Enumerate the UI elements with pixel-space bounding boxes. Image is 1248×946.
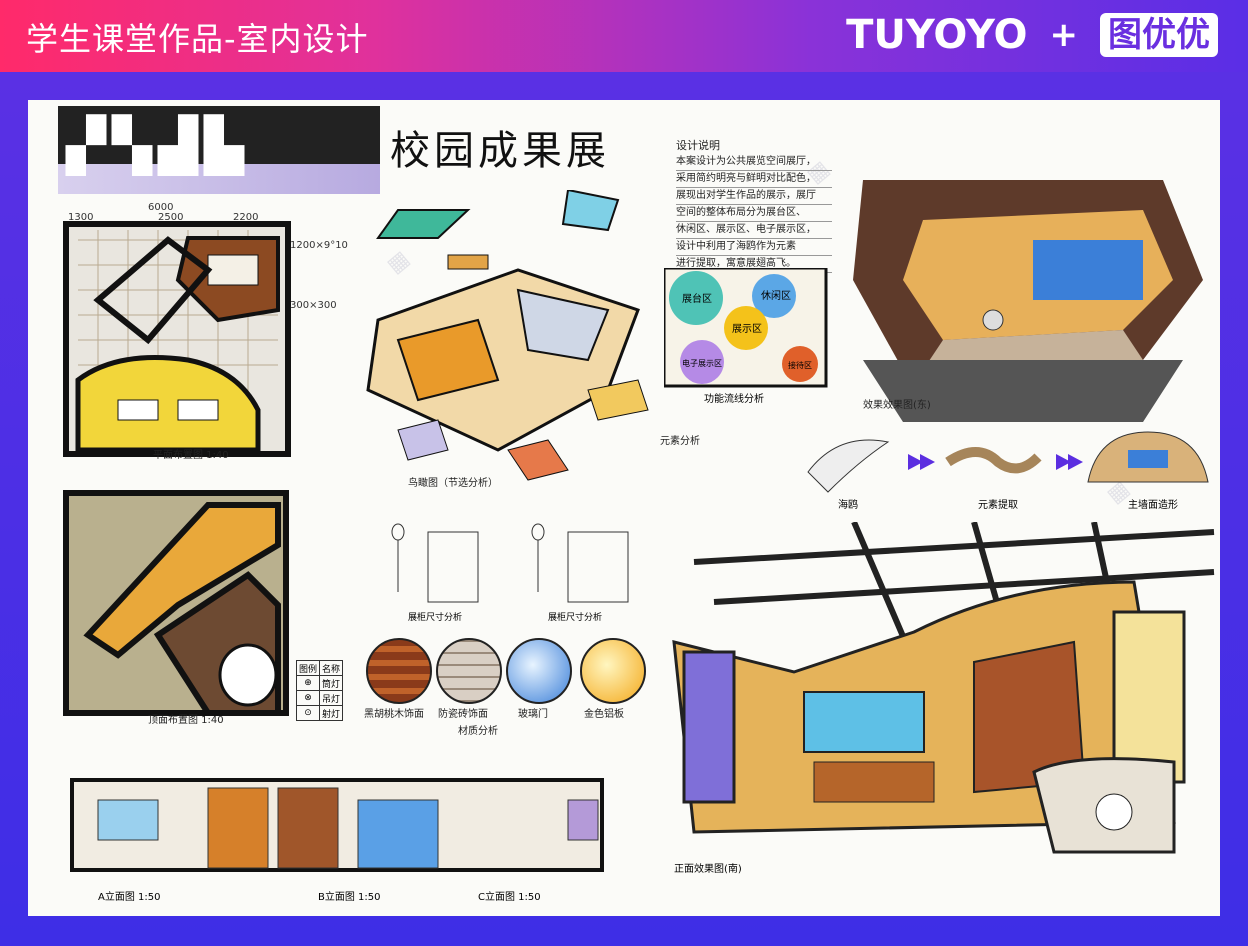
legend-head: 图例 [296,660,320,676]
function-caption: 功能流线分析 [704,392,764,405]
seagull-caption: 海鸥 [838,498,858,511]
tuyoyo-logo: TUYOYO [846,12,1028,58]
design-note-line: 展现出对学生作品的展示，展厅 [676,188,832,205]
material-gold [580,638,646,704]
lighting-legend: 图例名称 ⊕筒灯 ⊗吊灯 ⊙射灯 [296,660,343,721]
human1-caption: 展柜尺寸分析 [408,611,462,623]
material-title: 材质分析 [458,726,498,737]
perspective-render-main: 正面效果图(南) [654,522,1220,882]
axonometric-view: 鸟瞰图（节选分析） [366,190,649,489]
function-zone-diagram: 展台区 休闲区 展示区 电子展示区 接待区 功能流线分析 [664,268,828,405]
brand-logos: TUYOYO + 图优优 [846,12,1218,58]
material-caption: 玻璃门 [518,709,548,720]
dim-label: 1300 [68,212,94,223]
zone-label: 展台区 [682,292,712,305]
application-caption: 主墙面造形 [1128,498,1178,511]
design-note-line: 本案设计为公共展览空间展厅， [676,154,832,171]
zone-label: 电子展示区 [682,358,722,368]
material-walnut [366,638,432,704]
top-banner: 学生课堂作品-室内设计 TUYOYO + 图优优 [0,0,1248,72]
plan2-caption: 顶面布置图 1:40 [148,714,224,725]
elevation-caption: B立面图 1:50 [318,890,381,903]
legend-item: 吊灯 [319,690,343,706]
elevation-caption: C立面图 1:50 [478,890,541,903]
perspective-main-caption: 正面效果图(南) [674,862,742,875]
dimension-sketches: 展柜尺寸分析 展柜尺寸分析 [391,523,629,623]
element-heading: 元素分析 [660,436,700,447]
design-note-line: 休闲区、展示区、电子展示区， [676,222,832,239]
header-graphic-text: ▞▚▟▙ [66,116,250,176]
legend-item: 筒灯 [319,675,343,691]
material-glass [506,638,572,704]
plan1-caption: 平面布置图 1:40 [153,449,229,460]
material-caption: 金色铝板 [584,709,624,720]
material-caption: 黑胡桃木饰面 [364,709,424,720]
extract-caption: 元素提取 [978,498,1018,511]
perspective-render-top: 效果效果图(东) [853,180,1203,422]
design-notes: 设计说明 本案设计为公共展览空间展厅， 采用简约明亮与鲜明对比配色， 展现出对学… [676,138,832,273]
design-sheet: ▦ ▦ ▦ ▞▚▟▙ 校园成果展 平面布置图 1:40 1200×9°10 30… [28,100,1220,916]
elevation-caption: A立面图 1:50 [98,890,160,903]
dim-label: 6000 [148,202,174,213]
element-analysis: 海鸥 元素提取 主墙面造形 [807,431,1209,511]
material-tile [436,638,502,704]
plus-sign: + [1049,15,1079,55]
plan-annotation: 300×300 [290,300,337,311]
design-note-line: 空间的整体布局分为展台区、 [676,205,832,222]
plan-annotation: 1200×9°10 [290,240,348,251]
sheet-title: 校园成果展 [390,128,610,174]
elevation-strip: A立面图 1:50 B立面图 1:50 C立面图 1:50 [70,778,604,903]
axon-caption: 鸟瞰图（节选分析） [408,476,498,489]
legend-head: 名称 [319,660,343,676]
sheet-header-block: ▞▚▟▙ [58,106,380,194]
tuyouyou-logo: 图优优 [1100,13,1218,57]
banner-title: 学生课堂作品-室内设计 [26,20,369,58]
header-band [58,164,380,194]
material-caption: 防瓷砖饰面 [438,709,488,720]
zone-label: 休闲区 [761,289,791,302]
ceiling-plan: 顶面布置图 1:40 [63,490,289,725]
perspective-top-caption: 效果效果图(东) [863,398,931,411]
legend-item: 射灯 [319,705,343,721]
design-notes-heading: 设计说明 [676,139,720,152]
floor-plan: 平面布置图 1:40 [63,221,291,460]
zone-label: 展示区 [732,323,762,335]
dim-label: 2200 [233,212,259,223]
design-note-line: 采用简约明亮与鲜明对比配色， [676,171,832,188]
dim-label: 2500 [158,212,184,223]
human2-caption: 展柜尺寸分析 [548,611,602,623]
zone-label: 接待区 [788,360,812,370]
design-note-line: 设计中利用了海鸥作为元素 [676,239,832,256]
